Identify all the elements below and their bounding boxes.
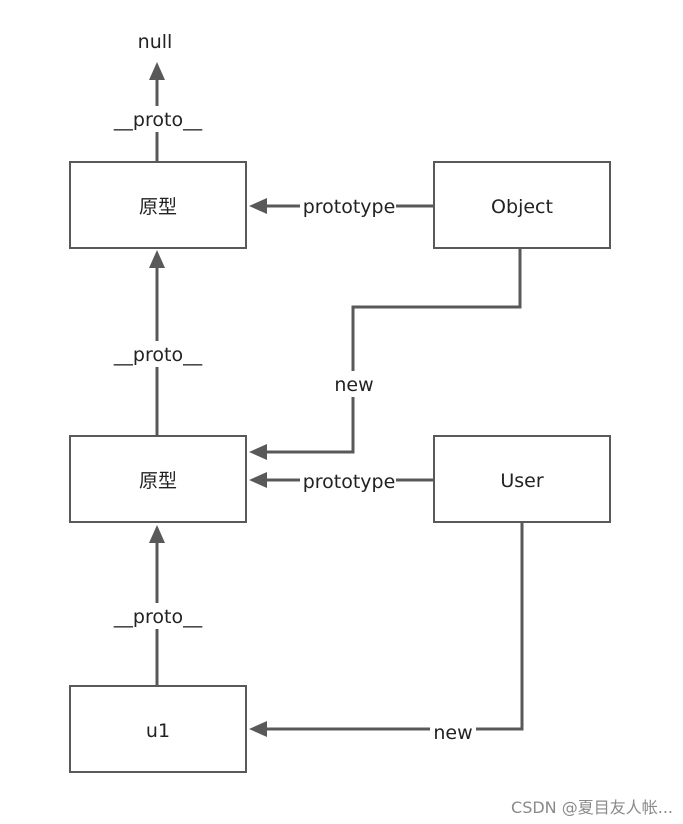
arrow-left-icon [249, 721, 267, 737]
edge-label-proto-top: __proto__ [113, 109, 203, 131]
node-user-label: User [500, 470, 543, 492]
node-u1-label: u1 [146, 720, 170, 742]
edge-label-prototype-object: prototype [303, 196, 396, 218]
edge-label-prototype-user: prototype [303, 471, 396, 493]
edge-label-new-object: new [334, 374, 373, 396]
arrow-left-icon [249, 198, 267, 214]
edge-object-prototype: prototype [249, 193, 434, 219]
arrow-up-icon [149, 525, 165, 543]
node-u1: u1 [69, 685, 247, 773]
node-top-prototype: 原型 [69, 161, 247, 249]
edge-user-prototype: prototype [249, 468, 434, 494]
node-top-prototype-label: 原型 [139, 196, 177, 218]
edge-label-proto-mid: __proto__ [113, 344, 203, 366]
edge-label-new-user: new [433, 722, 472, 744]
edge-new-user: new [249, 522, 524, 745]
node-mid-prototype: 原型 [69, 435, 247, 523]
arrow-up-icon [149, 250, 165, 268]
node-mid-prototype-label: 原型 [139, 470, 177, 492]
null-terminal-label: null [138, 31, 173, 53]
arrow-up-icon [149, 62, 165, 80]
node-user: User [433, 435, 611, 523]
edge-label-proto-bottom: __proto__ [113, 606, 203, 628]
edge-proto-bottom: __proto__ [110, 525, 206, 686]
node-object-label: Object [491, 196, 553, 218]
edge-new-object: new [249, 248, 522, 460]
arrow-left-icon [249, 472, 267, 488]
watermark: CSDN @夏目友人帐... [511, 798, 673, 817]
edge-proto-mid: __proto__ [110, 250, 206, 436]
arrow-left-icon [249, 444, 267, 460]
node-object: Object [433, 161, 611, 249]
edge-proto-to-null: __proto__ [110, 62, 206, 162]
